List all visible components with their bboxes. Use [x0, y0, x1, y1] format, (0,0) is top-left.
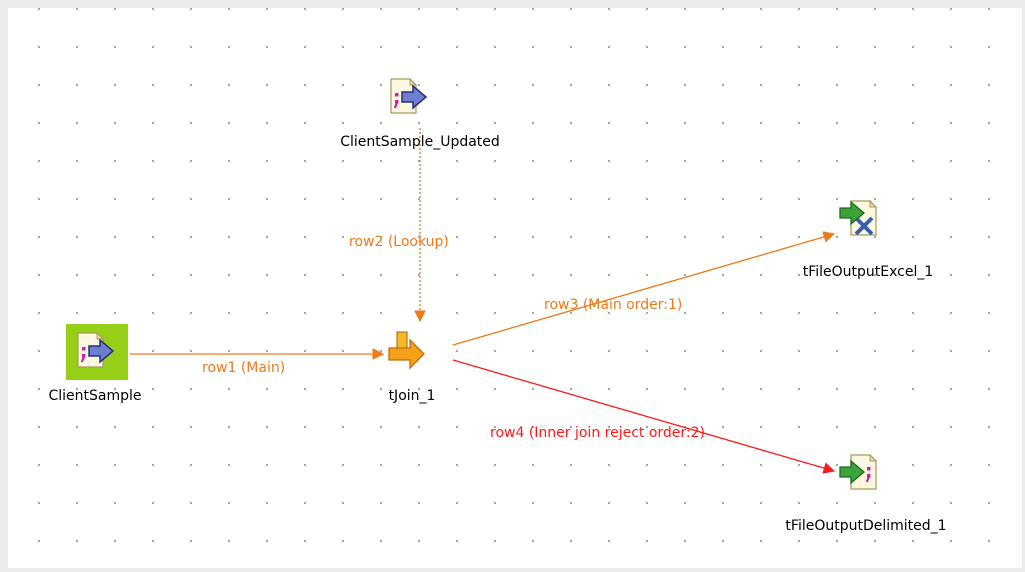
- file-output-excel-icon: [839, 199, 878, 236]
- node-label: tFileOutputExcel_1: [802, 264, 934, 280]
- row1-label[interactable]: row1 (Main): [202, 360, 286, 376]
- row2-label[interactable]: row2 (Lookup): [349, 234, 449, 250]
- row3-connection[interactable]: [452, 231, 836, 346]
- row4-label[interactable]: row4 (Inner join reject order:2): [490, 425, 706, 441]
- node-label: tFileOutputDelimited_1: [785, 518, 947, 534]
- job-designer-canvas[interactable]: ClientSample_Updated ClientSample tJoin_…: [8, 8, 1022, 568]
- node-label: ClientSample: [48, 388, 142, 404]
- file-output-delimited-icon: [839, 453, 878, 490]
- node-label: ClientSample_Updated: [340, 134, 500, 150]
- join-icon: [388, 331, 425, 370]
- node-label: tJoin_1: [388, 388, 436, 404]
- row4-connection[interactable]: [452, 359, 836, 474]
- connections-layer: [130, 128, 836, 474]
- row3-label[interactable]: row3 (Main order:1): [544, 297, 683, 313]
- file-input-delimited-icon: [390, 77, 428, 114]
- file-input-delimited-icon: [77, 331, 115, 368]
